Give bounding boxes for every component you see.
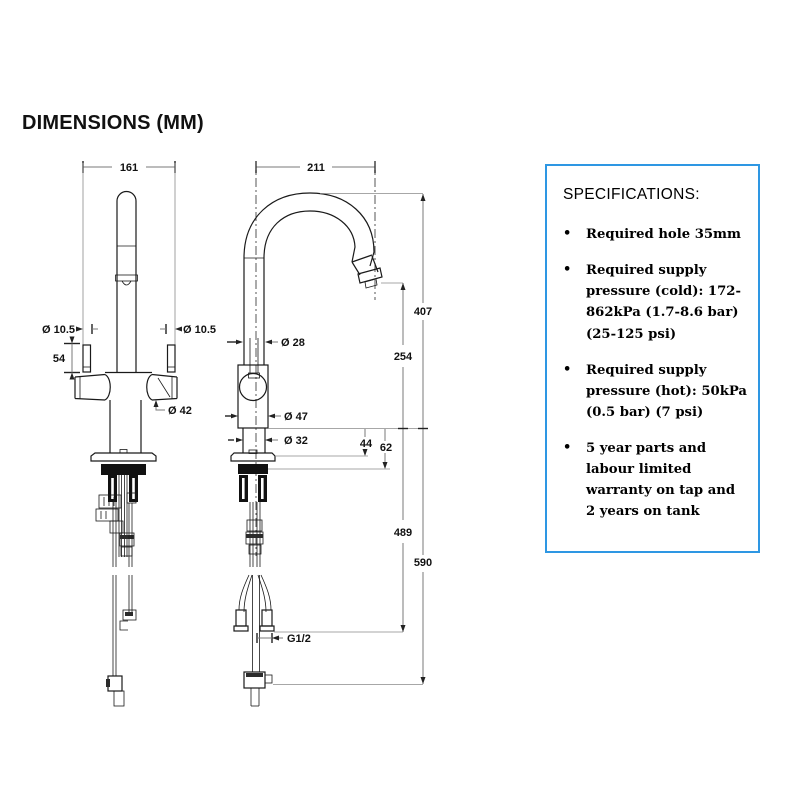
dim-label-spout-dia: Ø 28 (281, 337, 305, 349)
dim-label-front-width: 161 (120, 162, 138, 174)
spec-item-hot-pressure: • Required supply pressure (hot): 50kPa … (563, 360, 748, 423)
front-view-drawing: 161 (42, 161, 216, 707)
dim-label-shank-dia: Ø 32 (284, 435, 308, 447)
dim-label-handle-dia-left: Ø 10.5 (42, 324, 75, 336)
dim-label-handle-height: 54 (53, 353, 66, 365)
spec-item-hole-size: • Required hole 35mm (563, 224, 748, 245)
bullet-icon: • (563, 361, 572, 377)
dim-label-below-total: 590 (414, 557, 432, 569)
spec-item-text: Required supply pressure (cold): 172-862… (586, 263, 741, 342)
spec-item-cold-pressure: • Required supply pressure (cold): 172-8… (563, 260, 748, 345)
spec-item-text: 5 year parts and labour limited warranty… (586, 441, 736, 520)
dim-label-total-height: 407 (414, 306, 432, 318)
dim-label-reach: 211 (307, 162, 325, 174)
side-view-drawing: 211 Ø 28 Ø 47 (225, 161, 432, 707)
spec-item-warranty: • 5 year parts and labour limited warran… (563, 438, 748, 523)
specifications-title: SPECIFICATIONS: (563, 186, 700, 203)
dim-label-deck-a: 44 (360, 438, 373, 450)
spec-item-text: Required hole 35mm (586, 227, 741, 242)
bullet-icon: • (563, 440, 572, 455)
specifications-box: SPECIFICATIONS: • Required hole 35mm • R… (545, 164, 760, 553)
dim-label-thread: G1/2 (287, 633, 311, 645)
dim-label-outlet-height: 254 (394, 351, 413, 363)
bullet-icon: • (563, 262, 572, 278)
dim-label-front-body-dia: Ø 42 (168, 405, 192, 417)
bullet-icon: • (563, 226, 572, 241)
dim-label-handle-dia-right: Ø 10.5 (183, 324, 216, 336)
dim-label-below-hose: 489 (394, 527, 412, 539)
specifications-list: • Required hole 35mm • Required supply p… (563, 224, 748, 523)
page-title: DIMENSIONS (MM) (22, 112, 204, 134)
dim-label-deck-b: 62 (380, 442, 392, 454)
dim-label-side-body-dia: Ø 47 (284, 411, 308, 423)
spec-item-text: Required supply pressure (hot): 50kPa (0… (586, 362, 747, 420)
